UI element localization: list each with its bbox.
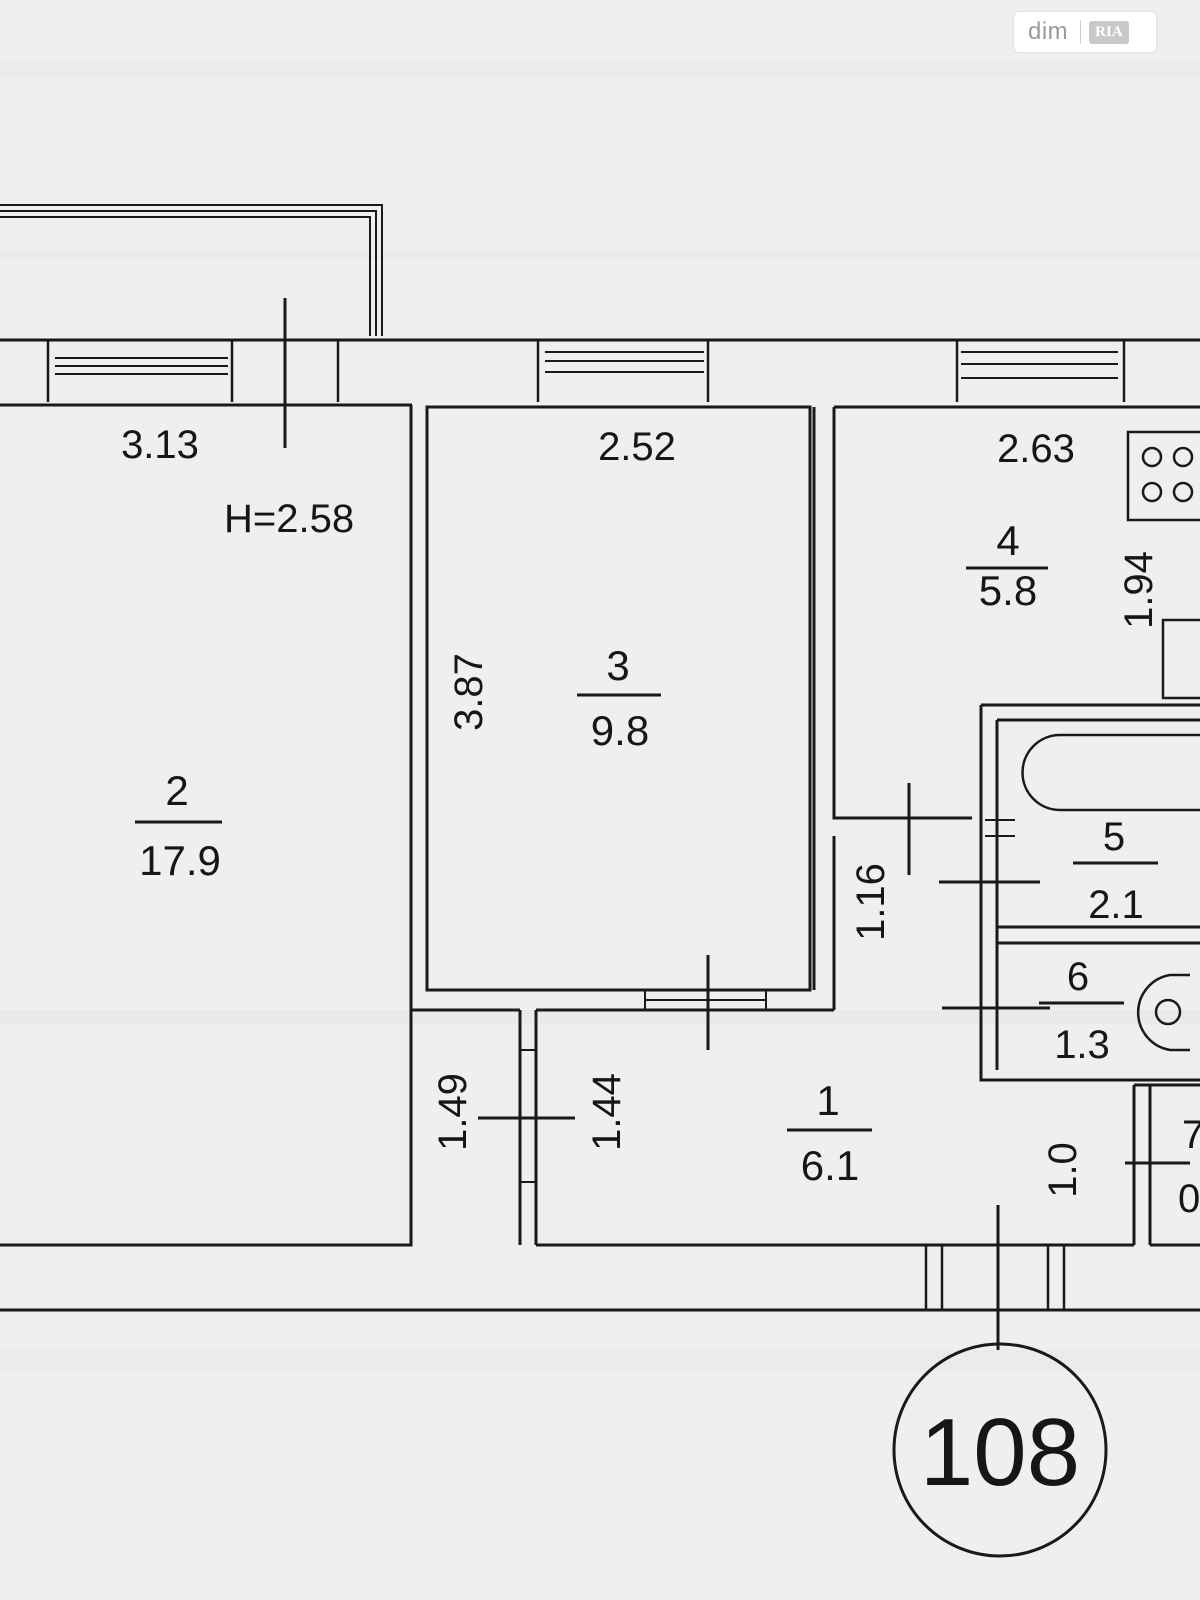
dim-room1-depth: 1.44 [585, 1073, 629, 1151]
room-6-area: 1.3 [1054, 1023, 1110, 1067]
window-room2 [55, 357, 228, 375]
room-3-number: 3 [606, 642, 629, 689]
window-room3 [545, 351, 704, 373]
watermark-divider [1080, 20, 1082, 44]
sink [1161, 618, 1200, 700]
fraction-bars [135, 566, 1158, 1132]
balcony-outline [0, 204, 383, 336]
watermark-badge: RIA [1089, 20, 1129, 44]
dim-room4-width: 2.63 [997, 427, 1075, 471]
dim-room3-width: 2.52 [598, 425, 676, 469]
room-2-number: 2 [165, 767, 188, 814]
stove [1126, 430, 1200, 522]
dim-corridor-width: 1.16 [849, 863, 893, 941]
apartment-number: 108 [920, 1399, 1080, 1506]
room-7-area: 0. [1178, 1177, 1200, 1221]
watermark-text: dim [1028, 18, 1069, 45]
room-4-area: 5.8 [979, 567, 1037, 614]
room-5-number: 5 [1103, 815, 1125, 859]
ceiling-height: H=2.58 [224, 497, 354, 541]
room-6-number: 6 [1067, 955, 1089, 999]
room-7-number: 7 [1182, 1113, 1200, 1157]
room-4-number: 4 [996, 517, 1019, 564]
dim-room7-width: 1.0 [1041, 1142, 1085, 1198]
room-5-area: 2.1 [1088, 883, 1144, 927]
paper-texture [0, 60, 1200, 1372]
walls [0, 204, 1200, 1558]
dim-room3-depth: 3.87 [447, 653, 491, 731]
dim-room2-width: 3.13 [121, 423, 199, 467]
dimria-watermark: dim RIA [1014, 12, 1156, 52]
dim-room2-door-wall: 1.49 [431, 1073, 475, 1151]
room-2-area: 17.9 [139, 837, 221, 884]
bathtub [1021, 733, 1200, 812]
room-3-area: 9.8 [591, 707, 649, 754]
apartment-number-circle [892, 1342, 1108, 1558]
toilet [1136, 973, 1190, 1052]
room-1-area: 6.1 [801, 1142, 859, 1189]
dim-room4-depth: 1.94 [1117, 551, 1161, 629]
window-room4 [961, 351, 1118, 379]
room-1-number: 1 [816, 1077, 839, 1124]
